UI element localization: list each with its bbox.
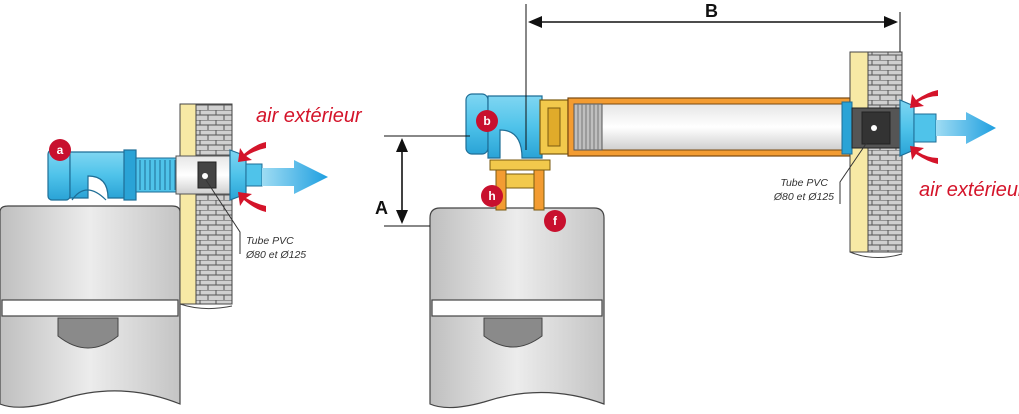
left-air-intake-arrow-bottom <box>238 192 266 212</box>
dimension-b <box>525 4 901 150</box>
dimension-a <box>384 135 470 227</box>
right-horizontal-pipe <box>567 97 851 157</box>
tube-size-label-right: Ø80 et Ø125 <box>773 191 834 203</box>
callout-h: h <box>481 185 503 207</box>
left-wall <box>179 103 233 310</box>
right-boiler <box>429 207 605 409</box>
right-flue-outflow-arrow <box>936 112 996 144</box>
callout-b-label: b <box>483 114 490 128</box>
callout-a: a <box>49 139 71 161</box>
dimension-a-label: A <box>375 198 388 218</box>
left-flue-outflow-arrow <box>262 160 328 194</box>
right-air-intake-arrow-top <box>910 90 938 108</box>
air-exterieur-label-left: air extérieur <box>256 105 363 127</box>
left-air-intake-arrow-top <box>238 142 266 162</box>
left-flue-pipe <box>47 149 263 201</box>
right-wall <box>849 51 903 258</box>
right-installation <box>429 51 996 409</box>
left-tube-leader-line <box>205 179 241 254</box>
air-exterieur-label-right: air extérieur <box>919 179 1019 201</box>
right-air-intake-arrow-bottom <box>910 146 938 164</box>
callout-f: f <box>544 210 566 232</box>
callout-h-label: h <box>488 189 495 203</box>
left-installation <box>0 103 328 408</box>
tube-size-label-left: Ø80 et Ø125 <box>245 249 306 261</box>
callout-f-label: f <box>553 214 558 228</box>
right-tube-leader-line <box>839 131 875 204</box>
callout-b: b <box>476 110 498 132</box>
tube-pvc-label-left: Tube PVC <box>246 235 294 247</box>
dimension-b-label: B <box>705 1 718 21</box>
left-boiler <box>0 205 181 408</box>
tube-pvc-label-right: Tube PVC <box>780 177 828 189</box>
callout-a-label: a <box>57 143 64 157</box>
right-wall-terminal <box>841 99 937 157</box>
